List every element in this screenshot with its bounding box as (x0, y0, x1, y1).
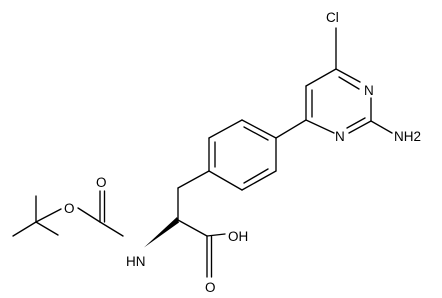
bond-alpha-cooh (177, 219, 208, 237)
bond-tbu-o-ester (35, 208, 62, 223)
atom-oh: OH (228, 229, 248, 244)
bond-pyr-n3-c4 (305, 119, 335, 134)
bond-pyr-c5-c6 (305, 68, 337, 87)
bond-benzene-inner-2 (243, 126, 269, 141)
atom-nh2: NH2 (394, 129, 421, 144)
bond-ch2-ring (177, 170, 210, 189)
bond-pyr-c6-n1 (335, 68, 361, 83)
atom-n-ring-upper: N (364, 83, 374, 98)
bond-carbonyl-nh (99, 221, 124, 237)
bond-tbu-methyl-left (12, 221, 37, 237)
bond-benzene-3 (241, 119, 277, 139)
bond-benzene-2 (208, 119, 243, 139)
bond-benzene-5 (241, 170, 277, 191)
bond-benzene-inner-3 (243, 168, 269, 184)
bond-benzene-6 (208, 170, 243, 191)
atom-o-ester: O (64, 201, 75, 216)
atom-cl: Cl (326, 10, 339, 25)
bond-c-nh2 (370, 120, 393, 134)
atom-n-ring-lower: N (335, 129, 345, 144)
bond-tbu-methyl-bottom (35, 221, 59, 236)
bond-pyr-inner-2 (338, 76, 360, 90)
bond-o-ester-carbonyl (77, 207, 101, 223)
atom-nh-amide: HN (126, 254, 146, 269)
atom-o-carbonyl-boc: O (96, 175, 107, 190)
bond-cooh-oh (206, 233, 226, 237)
bond-pyr-inner-3 (346, 117, 366, 129)
bond-layer (12, 27, 393, 278)
atom-o-carbonyl-acid: O (205, 280, 216, 295)
bond-pyr-c2-n3 (348, 120, 372, 134)
bond-aryl-aryl (275, 119, 307, 139)
bond-wedge-stereo (144, 217, 179, 248)
atom-label-layer: Cl N N NH2 OH O O O HN (64, 10, 421, 295)
